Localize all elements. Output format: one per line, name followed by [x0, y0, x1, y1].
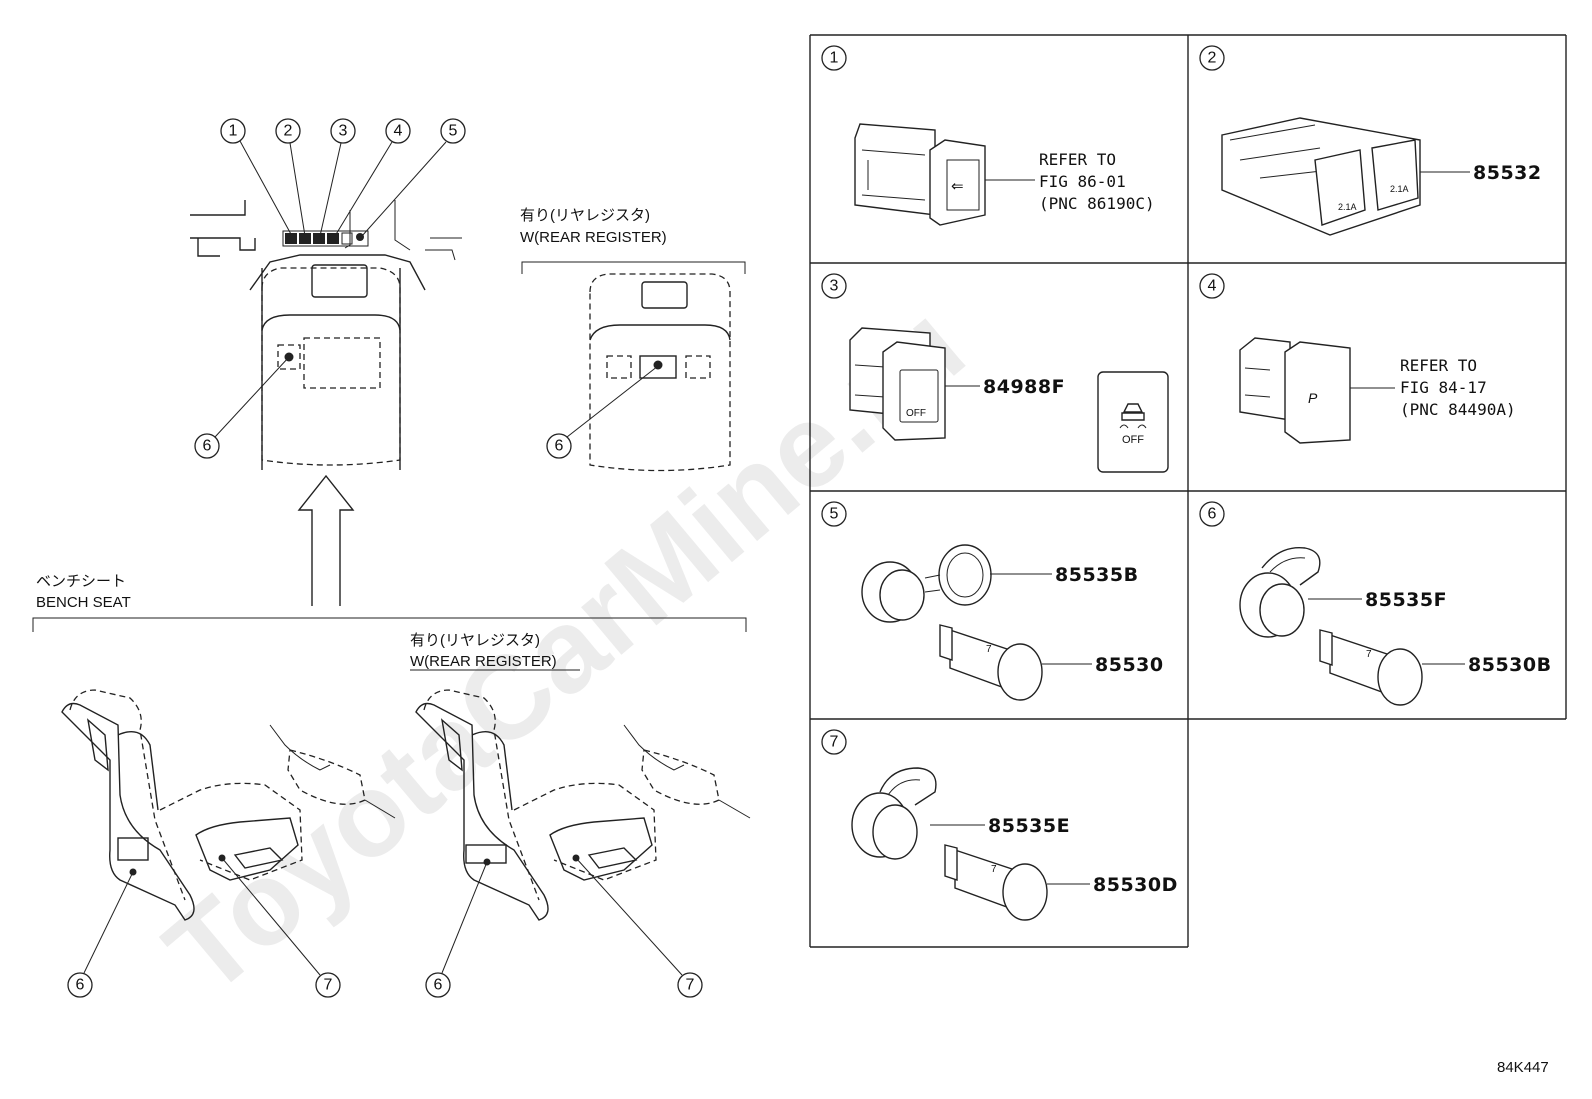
console-overview: 1 2 3 4 5 6 — [190, 118, 466, 606]
usb-amp-label-1: 2.1A — [1338, 202, 1357, 212]
refer-line-2: FIG 86-01 — [1039, 172, 1126, 191]
svg-text:6: 6 — [203, 438, 212, 455]
plug-part: 7 — [1319, 629, 1423, 706]
socket-part — [851, 767, 937, 860]
callout-7-seat-register: 7 — [575, 857, 703, 998]
callout-4: 4 — [334, 118, 411, 237]
svg-text:5: 5 — [449, 123, 458, 140]
part-number-85532: 85532 — [1473, 162, 1542, 184]
up-arrow-icon — [297, 474, 355, 606]
bench-seat-label-jp: ベンチシート — [36, 573, 126, 590]
plug-part: 7 — [944, 844, 1048, 921]
dual-usb-charger-part: 2.1A 2.1A — [1221, 117, 1421, 236]
seat-drawing-basic: 6 7 — [61, 689, 396, 998]
vsc-off-icon: OFF — [1097, 371, 1169, 473]
panel-3: 3 OFF 84988F OFF — [821, 273, 1169, 473]
vsc-off-icon-text: OFF — [1122, 434, 1144, 446]
part-number-85530D: 85530D — [1093, 874, 1178, 896]
rear-register-view: 有り(リヤレジスタ) W(REAR REGISTER) 6 — [520, 207, 746, 472]
callout-6-console: 6 — [194, 356, 290, 459]
bench-seat-label-en: BENCH SEAT — [36, 594, 131, 611]
refer-line-1: REFER TO — [1039, 150, 1116, 169]
plug-digit: 7 — [986, 644, 992, 655]
callout-7-seat: 7 — [221, 857, 341, 998]
refer-line-3: (PNC 86190C) — [1039, 194, 1155, 213]
callout-6-seat: 6 — [67, 871, 134, 998]
svg-text:2: 2 — [284, 123, 293, 140]
usb-port-part: ⇐ — [854, 123, 986, 226]
part-number-85535F: 85535F — [1365, 589, 1447, 611]
socket-part — [861, 544, 992, 623]
refer-line-1: REFER TO — [1400, 356, 1477, 375]
part-number-85530B: 85530B — [1468, 654, 1552, 676]
seat-drawing-register: 6 7 — [415, 689, 751, 998]
rear-register-label-jp: 有り(リヤレジスタ) — [520, 207, 650, 224]
svg-text:6: 6 — [1208, 506, 1217, 523]
vsc-off-switch-part: OFF — [849, 327, 946, 441]
bench-seat-section: ベンチシート BENCH SEAT 有り(リヤレジスタ) W(REAR REGI… — [32, 573, 751, 998]
part-number-85535B: 85535B — [1055, 564, 1139, 586]
svg-text:7: 7 — [830, 734, 839, 751]
panel-7: 7 7 85535E 85530D — [821, 729, 1178, 921]
svg-text:3: 3 — [830, 278, 839, 295]
callout-1: 1 — [220, 118, 293, 237]
figure-code: 84K447 — [1497, 1059, 1549, 1076]
refer-line-2: FIG 84-17 — [1400, 378, 1487, 397]
part-number-84988F: 84988F — [983, 376, 1065, 398]
part-number-85535E: 85535E — [988, 815, 1070, 837]
refer-line-3: (PNC 84490A) — [1400, 400, 1516, 419]
svg-text:7: 7 — [324, 977, 333, 994]
svg-text:4: 4 — [394, 123, 403, 140]
callout-5: 5 — [361, 118, 466, 237]
svg-text:6: 6 — [76, 977, 85, 994]
svg-text:6: 6 — [555, 438, 564, 455]
bench-register-label-en: W(REAR REGISTER) — [410, 653, 557, 670]
svg-text:7: 7 — [686, 977, 695, 994]
rear-register-label-en: W(REAR REGISTER) — [520, 229, 667, 246]
svg-text:2: 2 — [1208, 50, 1217, 67]
svg-text:6: 6 — [434, 977, 443, 994]
plug-part: 7 — [939, 624, 1043, 701]
svg-text:1: 1 — [830, 50, 839, 67]
socket-part — [1239, 546, 1321, 638]
p-icon: P — [1308, 390, 1318, 406]
plug-digit: 7 — [1366, 649, 1372, 660]
svg-text:3: 3 — [339, 123, 348, 140]
panel-5: 5 7 85535B 85530 — [821, 501, 1164, 701]
callout-6-seat-register: 6 — [425, 861, 488, 998]
panel-2: 2 2.1A 2.1A 85532 — [1199, 45, 1542, 236]
svg-text:5: 5 — [830, 506, 839, 523]
panel-4: 4 P REFER TO FIG 84-17 (PNC 84490A) — [1199, 273, 1516, 444]
usb-icon: ⇐ — [951, 178, 964, 195]
callout-3: 3 — [319, 118, 356, 237]
switch-off-text: OFF — [906, 408, 926, 419]
callout-6-register: 6 — [546, 365, 659, 459]
parts-grid: 1 ⇐ REFER TO FIG 86-01 (PNC 86190C) 2 — [809, 34, 1567, 948]
usb-amp-label-2: 2.1A — [1390, 184, 1409, 194]
svg-text:4: 4 — [1208, 278, 1217, 295]
svg-text:1: 1 — [229, 123, 238, 140]
callout-2: 2 — [275, 118, 306, 237]
plug-digit: 7 — [991, 864, 997, 875]
part-number-85530: 85530 — [1095, 654, 1164, 676]
bench-register-label-jp: 有り(リヤレジスタ) — [410, 632, 540, 649]
panel-6: 6 7 85535F 85530B — [1199, 501, 1552, 706]
parking-switch-part: P — [1239, 337, 1351, 444]
panel-1: 1 ⇐ REFER TO FIG 86-01 (PNC 86190C) — [821, 45, 1155, 226]
